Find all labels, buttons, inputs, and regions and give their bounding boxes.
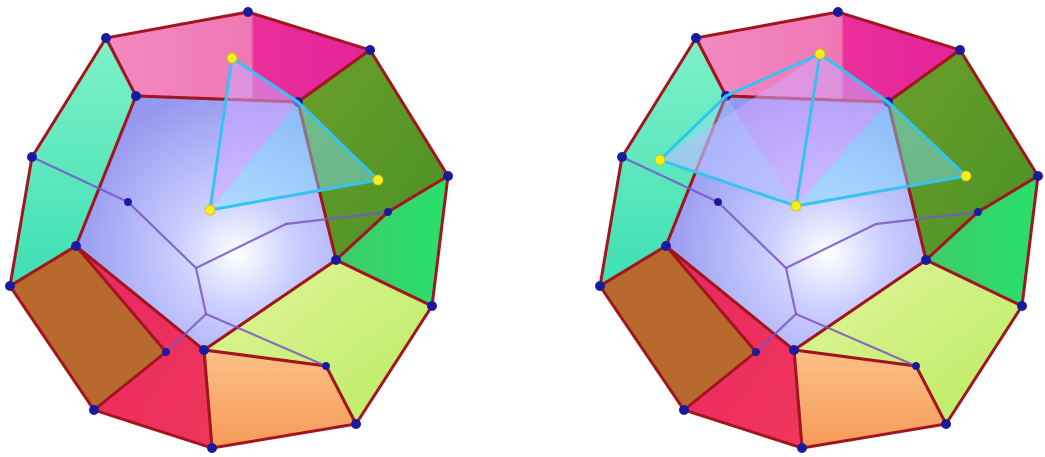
right-polyhedron bbox=[595, 7, 1043, 453]
apex-point bbox=[205, 205, 215, 215]
apex-point bbox=[373, 175, 383, 185]
apex-point bbox=[815, 49, 825, 59]
apex-point bbox=[961, 171, 971, 181]
apex-point bbox=[655, 155, 665, 165]
apex-point bbox=[791, 201, 801, 211]
left-polyhedron bbox=[5, 7, 453, 453]
apex-point bbox=[227, 53, 237, 63]
